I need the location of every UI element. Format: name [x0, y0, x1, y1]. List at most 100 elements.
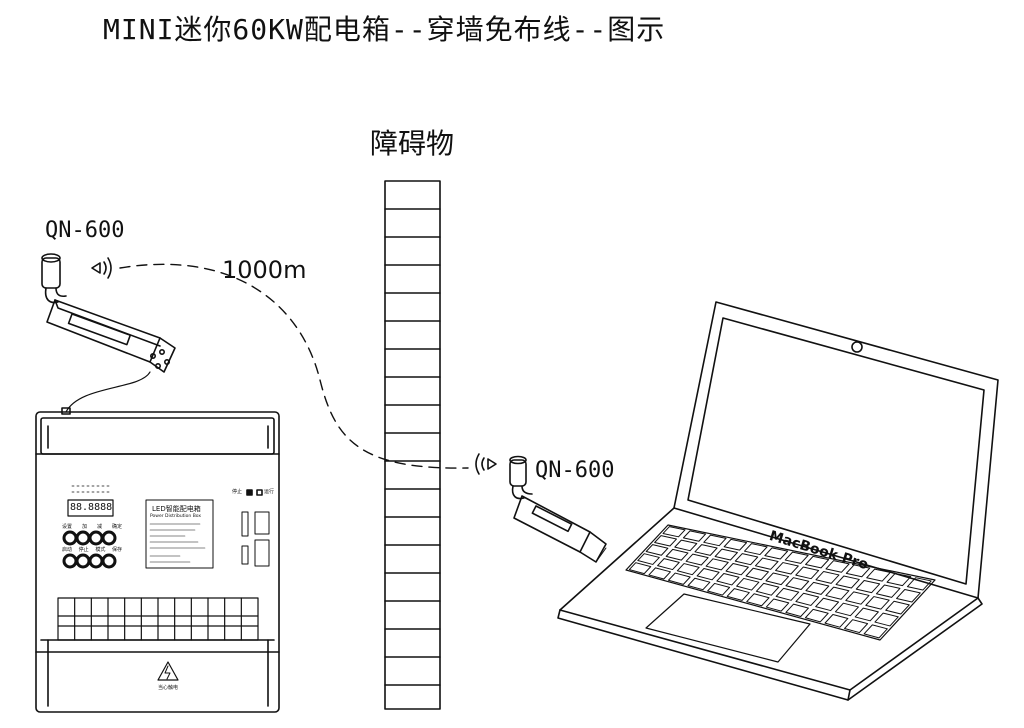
keyboard-key — [648, 567, 671, 580]
keyboard-key — [682, 530, 707, 542]
box-button-label: 启动 — [62, 547, 73, 553]
box-button-labels-row1: 设置 加 减 确定 — [62, 523, 122, 530]
keyboard-key — [744, 543, 768, 556]
signal-icon-right — [475, 453, 497, 475]
keyboard-key — [726, 588, 750, 601]
distribution-box — [35, 407, 280, 713]
keyboard-key — [662, 526, 686, 538]
keyboard-key — [805, 581, 830, 595]
keyboard-key — [804, 608, 829, 623]
keyboard-key — [764, 547, 789, 560]
laptop-camera — [851, 341, 863, 353]
box-button-label: 保存 — [111, 547, 122, 553]
box-button-label: 加 — [81, 524, 87, 530]
obstacle-label: 障碍物 — [370, 127, 455, 160]
keyboard-key — [795, 566, 820, 580]
box-button-label: 停止 — [78, 547, 89, 553]
transmitter-right-label: QN-600 — [535, 458, 615, 483]
transmitter-left — [41, 253, 176, 413]
box-button-labels-row2: 启动停止模式保存 — [62, 546, 122, 553]
obstacle-wall — [384, 180, 441, 710]
keyboard-key — [734, 553, 759, 566]
keyboard-key — [716, 572, 740, 586]
box-buttons — [62, 530, 117, 569]
keyboard-key — [795, 592, 820, 606]
keyboard-key — [637, 553, 660, 565]
antenna-left — [41, 257, 61, 289]
keyboard-key — [667, 572, 691, 585]
keyboard-key — [694, 544, 718, 556]
box-nameplate-subtitle: Power Distribution Box — [150, 514, 202, 519]
keyboard-key — [785, 603, 809, 617]
keyboard-key — [714, 548, 738, 561]
distance-label: 1000m — [222, 256, 307, 284]
transmitter-left-label: QN-600 — [45, 218, 125, 243]
signal-icon-left — [91, 257, 112, 279]
keyboard-key — [874, 612, 899, 627]
box-button-label: 模式 — [95, 547, 106, 553]
keyboard-key — [685, 553, 709, 566]
box-button-label: 确定 — [111, 524, 122, 530]
box-warning-label: 当心触电 — [158, 685, 179, 691]
warning-icon — [157, 661, 179, 681]
keyboard-key — [755, 582, 780, 596]
keyboard-key — [815, 571, 840, 584]
laptop — [557, 301, 999, 701]
keyboard-key — [784, 551, 809, 564]
keyboard-key — [825, 586, 850, 600]
keyboard-key — [825, 560, 850, 573]
keyboard-key — [754, 557, 779, 570]
keyboard-key — [855, 580, 881, 594]
keyboard-key — [865, 596, 890, 610]
keyboard-key — [863, 624, 888, 639]
box-status-right: 运行 — [264, 489, 275, 495]
box-nameplate-title: LED智能配电箱 — [152, 505, 201, 513]
keyboard-key — [906, 577, 932, 591]
keyboard-key — [845, 564, 871, 578]
box-status-left: 停止 — [232, 489, 243, 495]
keyboard-key — [885, 600, 910, 615]
keyboard-key — [805, 555, 830, 569]
keyboard-key — [665, 548, 689, 561]
keyboard-key — [886, 572, 912, 587]
keyboard-key — [775, 562, 799, 575]
keyboard-key — [676, 563, 700, 576]
diagram-title: MINI迷你60KW配电箱--穿墙免布线--图示 — [103, 13, 666, 46]
keyboard-key — [628, 562, 652, 575]
keyboard-key — [746, 593, 770, 607]
keyboard-key — [854, 607, 879, 622]
box-button-label: 设置 — [62, 524, 73, 530]
keyboard-key — [725, 563, 749, 576]
wireless-path — [119, 263, 469, 469]
keyboard-key — [875, 584, 901, 598]
keyboard-key — [696, 568, 720, 581]
laptop-trackpad — [645, 593, 811, 663]
keyboard-key — [657, 558, 680, 571]
keyboard-key — [645, 544, 669, 556]
box-display — [67, 499, 114, 517]
keyboard-key — [775, 587, 800, 601]
box-nameplate — [145, 499, 214, 569]
box-display-value: 88.8888 — [70, 502, 113, 513]
keyboard-key — [785, 577, 810, 590]
keyboard-key — [844, 619, 869, 634]
keyboard-key — [845, 591, 870, 605]
antenna-right — [509, 459, 527, 487]
keyboard-key — [824, 614, 849, 628]
keyboard-key — [736, 577, 760, 591]
keyboard-key — [834, 602, 859, 617]
keyboard-key — [705, 558, 729, 571]
transmitter-right — [475, 453, 607, 563]
keyboard-key — [765, 572, 790, 586]
keyboard-key — [674, 539, 698, 552]
box-button-label: 减 — [96, 524, 102, 530]
keyboard-key — [815, 597, 840, 612]
keyboard-key — [745, 567, 769, 581]
keyboard-key — [687, 577, 711, 591]
keyboard-key — [723, 538, 748, 551]
keyboard-key — [703, 534, 727, 547]
keyboard-key — [654, 535, 677, 547]
keyboard-key — [896, 588, 921, 603]
cable-left — [65, 371, 151, 413]
